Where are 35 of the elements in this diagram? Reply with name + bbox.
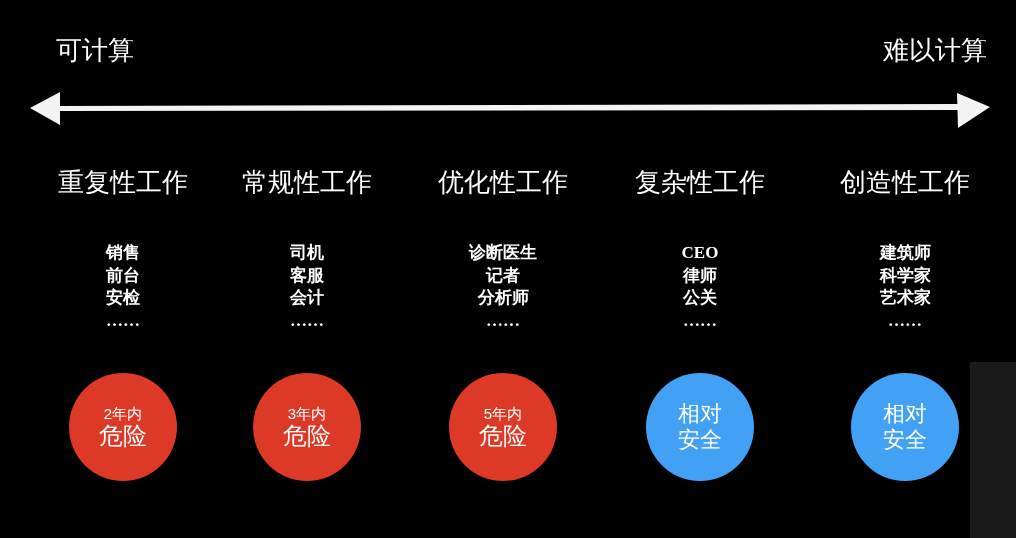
job-item: CEO [681,244,719,261]
scale-end-label: 难以计算 [883,38,987,64]
job-item: …… [290,311,324,329]
category-heading: 常规性工作 [242,170,372,196]
job-item: 艺术家 [879,289,931,306]
timeframe-text: 5年内 [483,404,523,422]
category-heading: 重复性工作 [58,170,188,196]
job-item: 记者 [486,266,520,284]
category-heading: 创造性工作 [840,170,970,196]
job-item: 律师 [683,266,717,284]
job-item: 建筑师 [879,244,931,261]
risk-text: 危险 [283,421,331,450]
job-item: 科学家 [879,266,931,284]
job-item: …… [683,311,717,329]
job-item: …… [888,311,922,329]
job-item: 前台 [106,266,140,284]
job-item: 客服 [290,266,324,284]
job-item: 分析师 [477,289,529,306]
job-item: …… [486,311,520,329]
scale-end-label: 可计算 [56,38,134,64]
job-item: 诊断医生 [469,244,537,261]
risk-text: 相对安全 [882,400,928,454]
job-item: 司机 [290,244,324,261]
job-item: 公关 [683,289,717,306]
job-item: …… [106,311,140,329]
job-item: 安检 [106,289,140,306]
timeframe-text: 3年内 [287,404,327,422]
job-item: 销售 [106,244,140,261]
risk-text: 相对安全 [677,400,723,454]
timeframe-text: 2年内 [103,404,143,422]
job-item: 会计 [290,289,324,306]
category-heading: 优化性工作 [438,170,568,196]
risk-text: 危险 [99,421,147,450]
category-heading: 复杂性工作 [635,170,765,196]
risk-text: 危险 [479,421,527,450]
